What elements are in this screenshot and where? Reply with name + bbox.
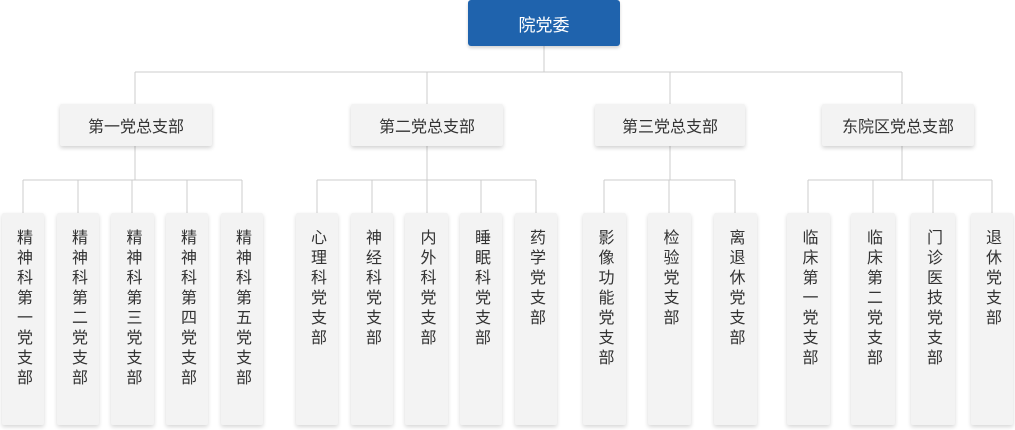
leaf-label: 内外科党支部	[417, 229, 437, 349]
leaf-label: 心理科党支部	[308, 229, 327, 349]
leaf-node: 神经科党支部	[351, 213, 393, 425]
leaf-label: 精神科第二党支部	[69, 229, 88, 389]
leaf-node: 临床第二党支部	[851, 213, 895, 425]
leaf-node: 心理科党支部	[296, 213, 338, 425]
leaf-node: 离退休党支部	[714, 213, 757, 425]
leaf-node: 精神科第五党支部	[221, 213, 263, 425]
root-node: 院党委	[468, 0, 620, 46]
branch-node-2: 第二党总支部	[351, 104, 503, 146]
branch-label: 第一党总支部	[87, 117, 184, 136]
root-label: 院党委	[518, 15, 570, 36]
leaf-label: 精神科第一党支部	[14, 229, 33, 389]
leaf-node: 门诊医技党支部	[911, 213, 955, 425]
leaf-label: 睡眠科党支部	[472, 229, 491, 349]
leaf-label: 门诊医技党支部	[924, 229, 943, 369]
leaf-label: 退休党支部	[983, 229, 1002, 329]
leaf-node: 精神科第一党支部	[2, 213, 44, 425]
leaf-node: 药学党支部	[515, 213, 557, 425]
leaf-node: 精神科第四党支部	[166, 213, 208, 425]
leaf-label: 临床第一党支部	[799, 229, 819, 369]
branch-node-4: 东院区党总支部	[822, 104, 974, 146]
leaf-node: 睡眠科党支部	[460, 213, 502, 425]
leaf-label: 影像功能党支部	[595, 229, 615, 369]
leaf-label: 离退休党支部	[726, 229, 746, 349]
leaf-label: 神经科党支部	[363, 229, 382, 349]
leaf-label: 精神科第四党支部	[178, 229, 197, 389]
leaf-node: 退休党支部	[971, 213, 1013, 425]
branch-node-3: 第三党总支部	[595, 104, 745, 146]
branch-node-1: 第一党总支部	[60, 104, 212, 146]
branch-label: 东院区党总支部	[841, 117, 954, 136]
leaf-node: 精神科第三党支部	[111, 213, 154, 425]
leaf-label: 精神科第三党支部	[123, 229, 143, 389]
leaf-label: 精神科第五党支部	[233, 229, 252, 389]
leaf-node: 内外科党支部	[405, 213, 448, 425]
leaf-node: 检验党支部	[648, 213, 691, 425]
branch-label: 第二党总支部	[378, 117, 475, 136]
branch-label: 第三党总支部	[621, 117, 718, 136]
leaf-node: 影像功能党支部	[583, 213, 626, 425]
leaf-label: 临床第二党支部	[864, 229, 883, 369]
leaf-node: 精神科第二党支部	[57, 213, 99, 425]
leaf-label: 药学党支部	[527, 229, 546, 329]
leaf-label: 检验党支部	[660, 229, 680, 329]
leaf-node: 临床第一党支部	[787, 213, 830, 425]
